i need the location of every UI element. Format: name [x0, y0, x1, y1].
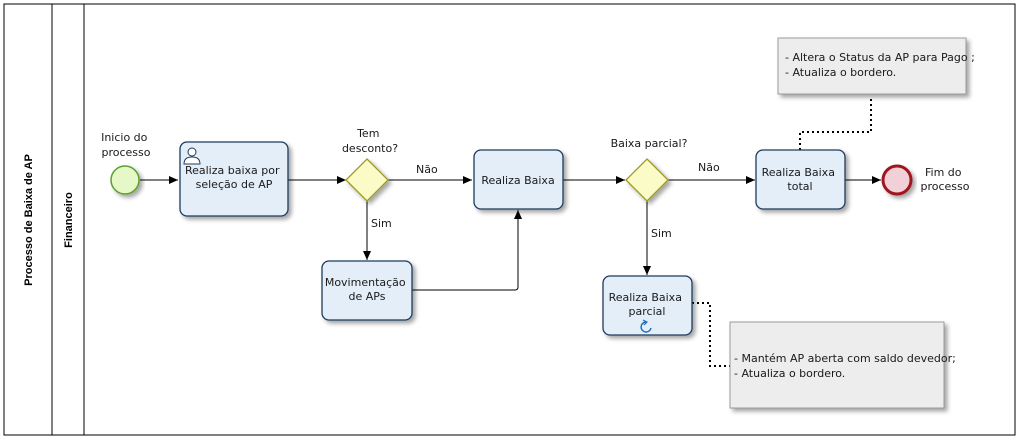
associations	[692, 96, 872, 367]
task-label: Realiza Baixa total	[762, 166, 839, 193]
start-event-label: Inicio do processo	[101, 131, 151, 159]
annotation-status-pago: - Altera o Status da AP para Pago ; - At…	[777, 37, 978, 95]
lane-title: Financeiro	[63, 192, 75, 248]
gateway-tem-desconto[interactable]	[345, 158, 389, 202]
gateway-baixa-parcial-label: Baixa parcial?	[611, 137, 688, 150]
task-realiza-baixa-selecao[interactable]: Realiza baixa por seleção de AP	[179, 141, 289, 217]
annotation-text: - Altera o Status da AP para Pago ; - At…	[785, 51, 978, 79]
sequence-flows	[140, 176, 881, 291]
annotation-saldo-devedor: - Mantém AP aberta com saldo devedor; - …	[729, 321, 959, 409]
end-event[interactable]	[881, 164, 913, 196]
flow-label-nao-1: Não	[416, 163, 438, 176]
flow-movimentacao-to-baixa[interactable]	[412, 210, 522, 291]
gateway-baixa-parcial[interactable]	[625, 158, 669, 202]
association-parcial-annotation	[692, 302, 730, 367]
task-realiza-baixa-total[interactable]: Realiza Baixa total	[755, 149, 846, 210]
task-label: Realiza Baixa	[481, 174, 554, 187]
association-total-annotation	[799, 96, 872, 150]
flow-label-sim-2: Sim	[651, 227, 672, 240]
task-realiza-baixa[interactable]: Realiza Baixa	[473, 149, 564, 210]
user-task-icon	[183, 147, 201, 165]
task-label: Movimentação de APs	[325, 276, 409, 303]
loop-icon	[640, 319, 652, 333]
annotation-text: - Mantém AP aberta com saldo devedor; - …	[734, 352, 959, 380]
task-movimentacao[interactable]: Movimentação de APs	[321, 260, 413, 321]
flow-label-sim-1: Sim	[371, 217, 392, 230]
task-realiza-baixa-parcial[interactable]: Realiza Baixa parcial	[602, 275, 693, 336]
end-event-label: Fim do processo	[920, 166, 969, 193]
task-label: Realiza Baixa parcial	[609, 291, 686, 318]
task-label: Realiza baixa por seleção de AP	[185, 164, 283, 191]
start-event[interactable]	[110, 165, 140, 195]
flow-label-nao-2: Não	[698, 161, 720, 174]
pool-title: Processo de Baixa de AP	[23, 154, 35, 286]
gateway-tem-desconto-label: Tem desconto?	[342, 127, 398, 155]
